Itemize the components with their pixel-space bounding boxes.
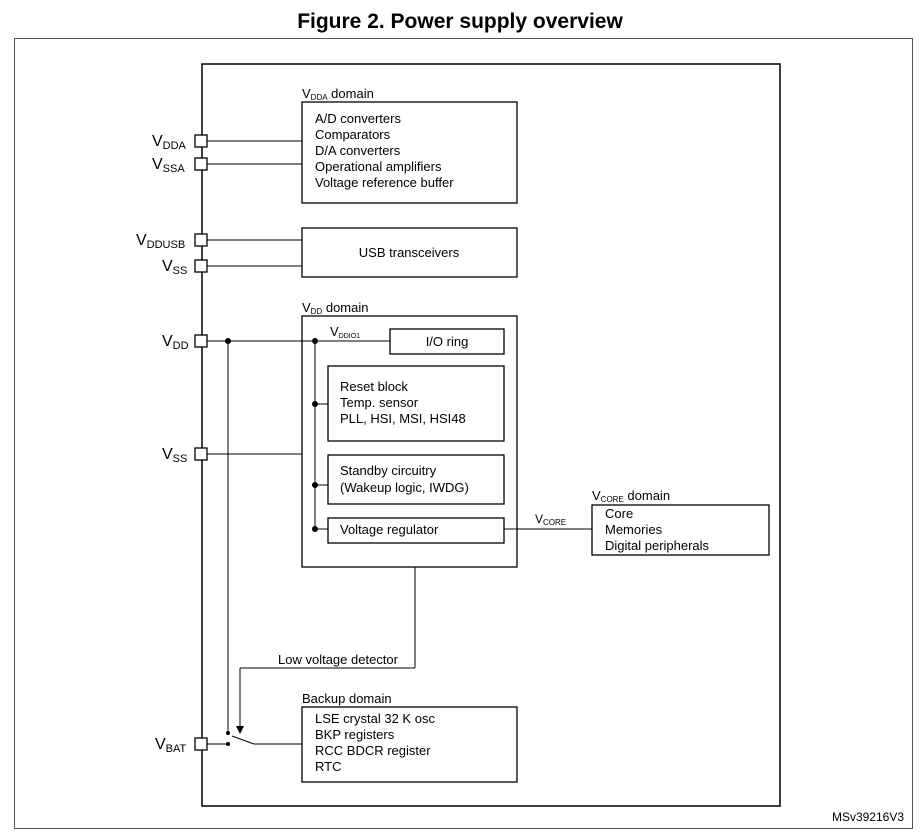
pin-vssa-square <box>194 157 208 171</box>
vdda-item: D/A converters <box>315 143 401 158</box>
vcore-domain: VCORE domain Core Memories Digital perip… <box>591 488 770 556</box>
vcore-item: Digital peripherals <box>605 538 710 553</box>
backup-item: RCC BDCR register <box>315 743 431 758</box>
reset-block-item: Reset block <box>340 379 408 394</box>
pin-vdda-label: VDDA <box>152 133 187 152</box>
voltage-regulator-block <box>327 517 505 544</box>
pin-vddusb-label: VDDUSB <box>136 232 185 251</box>
figure-frame <box>14 38 913 829</box>
backup-item: BKP registers <box>315 727 395 742</box>
pin-vdd-label: VDD <box>162 333 189 352</box>
pin-vddusb-square <box>194 233 208 247</box>
low-voltage-detector-label: Low voltage detector <box>278 652 399 667</box>
standby-item: (Wakeup logic, IWDG) <box>340 480 469 495</box>
junction-dots <box>225 338 318 746</box>
detector-arrow-icon <box>236 726 244 734</box>
vcore-item: Memories <box>605 522 663 537</box>
figure-title: Figure 2. Power supply overview <box>297 10 623 33</box>
usb-transceivers-block: USB transceivers <box>301 227 518 278</box>
figure-reference-code: MSv39216V3 <box>832 810 904 824</box>
standby-item: Standby circuitry <box>340 463 437 478</box>
pin-vbat-square <box>194 737 208 751</box>
vddio1-label: VDDIO1 <box>330 324 360 340</box>
vdda-item: Operational amplifiers <box>315 159 442 174</box>
pin-vbat-label: VBAT <box>155 736 187 755</box>
backup-domain: Backup domain LSE crystal 32 K osc BKP r… <box>301 691 518 783</box>
pin-vdda-square <box>194 134 208 148</box>
io-ring-label: I/O ring <box>426 334 469 349</box>
pin-vss2-square <box>194 447 208 461</box>
vdd-domain-label: VDD domain <box>302 300 368 316</box>
backup-item: RTC <box>315 759 341 774</box>
pin-vss2-label: VSS <box>162 446 187 465</box>
vcore-item: Core <box>605 506 633 521</box>
pin-vdd-square <box>194 334 208 348</box>
standby-block <box>327 454 505 505</box>
backup-item: LSE crystal 32 K osc <box>315 711 435 726</box>
vcore-line-label: VCORE <box>535 512 566 527</box>
pin-vss1-square <box>194 259 208 273</box>
usb-label: USB transceivers <box>359 245 460 260</box>
vdda-item: Comparators <box>315 127 391 142</box>
vdda-item: A/D converters <box>315 111 401 126</box>
pin-vss1-label: VSS <box>162 258 187 277</box>
vdda-item: Voltage reference buffer <box>315 175 454 190</box>
backup-domain-label: Backup domain <box>302 691 392 706</box>
reset-block-item: Temp. sensor <box>340 395 419 410</box>
vdda-domain-label: VDDA domain <box>302 86 374 102</box>
vdd-domain: VDD domain VDDIO1 I/O ring Reset block T… <box>301 300 518 568</box>
reset-block-item: PLL, HSI, MSI, HSI48 <box>340 411 466 426</box>
pin-vssa-label: VSSA <box>152 156 185 175</box>
reset-block <box>327 365 505 442</box>
io-ring-block <box>389 328 505 355</box>
voltage-regulator-label: Voltage regulator <box>340 522 439 537</box>
vdda-domain: VDDA domain A/D converters Comparators D… <box>301 86 518 204</box>
vcore-domain-label: VCORE domain <box>592 488 670 504</box>
chip-outline <box>201 63 781 807</box>
